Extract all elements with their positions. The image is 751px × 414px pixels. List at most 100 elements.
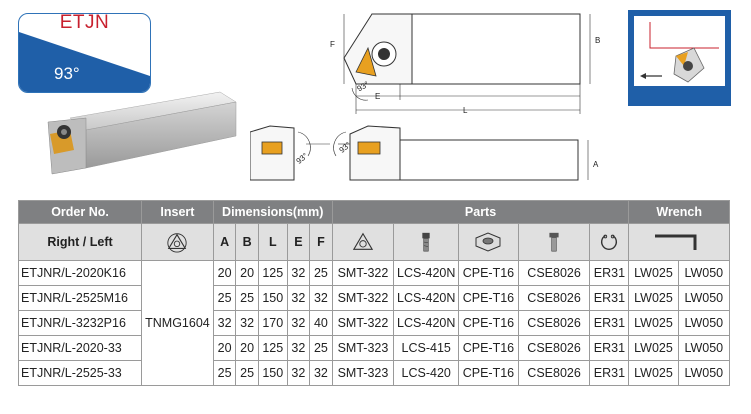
- retaining-ring-icon: [601, 234, 618, 250]
- F-cell: 32: [309, 285, 333, 311]
- E-cell: 32: [286, 335, 311, 361]
- tool-holder-photo: [47, 91, 237, 175]
- w2-cell: LW050: [677, 360, 731, 386]
- ring-cell: ER31: [589, 360, 630, 386]
- bolt-icon: [549, 232, 559, 252]
- dim-B-label: B: [595, 36, 601, 45]
- dim-L-label: L: [463, 106, 468, 115]
- header-L: L: [257, 223, 288, 261]
- header-wrench: Wrench: [628, 200, 730, 224]
- screw-cell: LCS-420N: [393, 285, 460, 311]
- header-seat-icon-cell: [331, 223, 395, 261]
- w2-cell: LW050: [677, 285, 731, 311]
- product-badge: ETJN 93°: [18, 13, 151, 93]
- badge-angle: 93°: [54, 64, 80, 83]
- w1-cell: LW025: [628, 285, 679, 311]
- header-F: F: [309, 223, 333, 261]
- w1-cell: LW025: [628, 260, 679, 286]
- E-cell: 32: [286, 360, 311, 386]
- clamp_screw-cell: CSE8026: [517, 260, 591, 286]
- header-clamp-screw-icon-cell: [517, 223, 591, 261]
- L-cell: 150: [257, 285, 288, 311]
- w1-cell: LW025: [628, 310, 679, 336]
- A-cell: 32: [212, 310, 237, 336]
- F-cell: 25: [309, 335, 333, 361]
- header-B: B: [235, 223, 259, 261]
- dim-F-label: F: [330, 40, 335, 49]
- table-header-row-1: Order No. Insert Dimensions(mm) Parts Wr…: [17, 200, 730, 224]
- triangle-insert-icon: [167, 233, 188, 253]
- L-cell: 170: [257, 310, 288, 336]
- E-cell: 32: [286, 260, 311, 286]
- B-cell: 32: [235, 310, 259, 336]
- B-cell: 20: [235, 335, 259, 361]
- dim-A-label: A: [593, 160, 599, 169]
- F-cell: 40: [309, 310, 333, 336]
- insert-cell: TNMG1604: [141, 260, 214, 386]
- triangle-shim-icon: [352, 232, 374, 250]
- E-cell: 32: [286, 285, 311, 311]
- seat-cell: SMT-322: [331, 260, 395, 286]
- table-header-row-2: Right / Left A B L E F: [17, 223, 730, 261]
- clamp-cell: CPE-T16: [458, 260, 519, 286]
- header-parts: Parts: [331, 200, 630, 224]
- clamp-cell: CPE-T16: [458, 335, 519, 361]
- A-cell: 25: [212, 360, 237, 386]
- clamp_screw-cell: CSE8026: [517, 335, 591, 361]
- clamp_screw-cell: CSE8026: [517, 310, 591, 336]
- B-cell: 25: [235, 285, 259, 311]
- header-wrench-icon-cell: [628, 223, 730, 261]
- w2-cell: LW050: [677, 310, 731, 336]
- header-insert-icon-cell: [141, 223, 214, 261]
- seat-cell: SMT-322: [331, 285, 395, 311]
- E-cell: 32: [286, 310, 311, 336]
- order-number-cell: ETJNR/L-2020-33: [17, 335, 143, 361]
- application-diagram: [628, 10, 731, 106]
- seat-cell: SMT-323: [331, 335, 395, 361]
- L-cell: 125: [257, 335, 288, 361]
- clamp_screw-cell: CSE8026: [517, 285, 591, 311]
- screw-cell: LCS-420: [393, 360, 460, 386]
- clamp-cell: CPE-T16: [458, 285, 519, 311]
- A-cell: 25: [212, 285, 237, 311]
- A-cell: 20: [212, 260, 237, 286]
- ring-cell: ER31: [589, 285, 630, 311]
- seat-cell: SMT-322: [331, 310, 395, 336]
- clamp_screw-cell: CSE8026: [517, 360, 591, 386]
- badge-background: [19, 32, 150, 92]
- ring-cell: ER31: [589, 310, 630, 336]
- clamp-icon: [475, 232, 501, 252]
- w1-cell: LW025: [628, 335, 679, 361]
- w1-cell: LW025: [628, 360, 679, 386]
- order-number-cell: ETJNR/L-2020K16: [17, 260, 143, 286]
- w2-cell: LW050: [677, 335, 731, 361]
- top-view-drawing: [343, 13, 591, 114]
- L-cell: 150: [257, 360, 288, 386]
- F-cell: 25: [309, 260, 333, 286]
- A-cell: 20: [212, 335, 237, 361]
- screw-cell: LCS-420N: [393, 310, 460, 336]
- seat-cell: SMT-323: [331, 360, 395, 386]
- header-insert: Insert: [141, 200, 214, 224]
- hex-key-icon: [655, 234, 697, 250]
- screw-icon: [422, 232, 430, 252]
- header-clamp-icon-cell: [458, 223, 519, 261]
- side-view-drawing: [250, 125, 589, 181]
- clamp-cell: CPE-T16: [458, 310, 519, 336]
- B-cell: 20: [235, 260, 259, 286]
- ring-cell: ER31: [589, 260, 630, 286]
- header-order-no: Order No.: [17, 200, 143, 224]
- F-cell: 32: [309, 360, 333, 386]
- header-E: E: [286, 223, 311, 261]
- header-ring-icon-cell: [589, 223, 630, 261]
- B-cell: 25: [235, 360, 259, 386]
- order-number-cell: ETJNR/L-3232P16: [17, 310, 143, 336]
- clamp-cell: CPE-T16: [458, 360, 519, 386]
- screw-cell: LCS-415: [393, 335, 460, 361]
- header-dimensions: Dimensions(mm): [212, 200, 333, 224]
- dim-E-label: E: [375, 92, 381, 101]
